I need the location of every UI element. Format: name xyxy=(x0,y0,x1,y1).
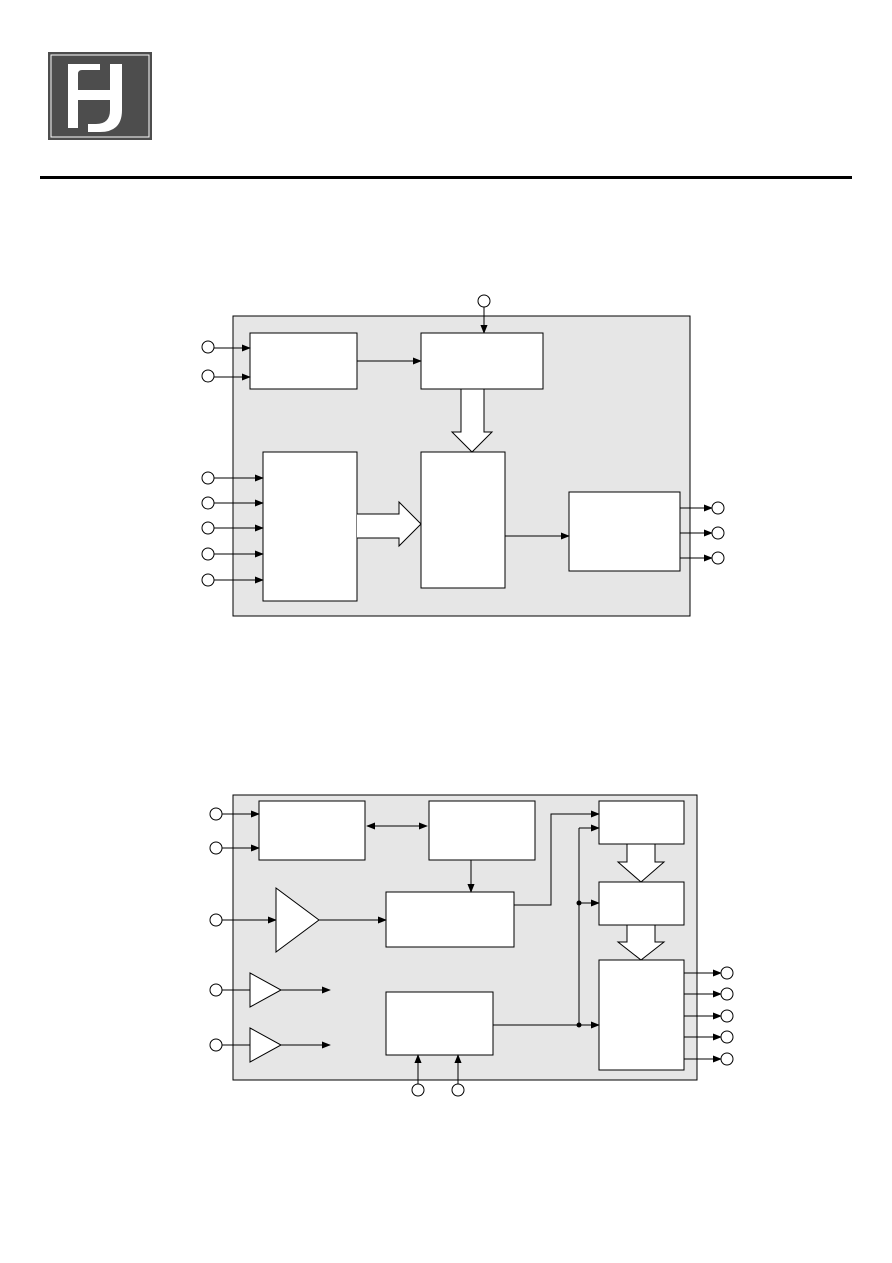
pin-out-1 xyxy=(711,501,725,515)
pin-in-2 xyxy=(201,369,215,383)
company-logo-icon xyxy=(48,52,152,140)
pin-in-1 xyxy=(201,340,215,354)
pin2-in-6 xyxy=(411,1083,425,1097)
block-f xyxy=(258,800,366,861)
pin-in-6 xyxy=(201,547,215,561)
pin-in-3 xyxy=(201,471,215,485)
pin2-in-5 xyxy=(209,1038,223,1052)
pin2-out-4 xyxy=(720,1030,734,1044)
block-diagram-1 xyxy=(201,294,725,617)
pin2-in-4 xyxy=(209,983,223,997)
pin2-in-2 xyxy=(209,841,223,855)
pin2-out-3 xyxy=(720,1009,734,1023)
pin2-out-1 xyxy=(720,966,734,980)
pin-in-7 xyxy=(201,573,215,587)
bus-arrow-down xyxy=(450,388,494,453)
bus-arrow-down-2 xyxy=(616,924,666,961)
block-b xyxy=(420,332,544,390)
block-j xyxy=(598,800,685,845)
block-a xyxy=(249,332,358,390)
block-h xyxy=(385,891,515,948)
block-d xyxy=(420,451,506,589)
block-diagram-2 xyxy=(209,794,734,1097)
bus-arrow-right xyxy=(357,500,422,548)
block-c xyxy=(262,451,358,602)
block-e xyxy=(568,491,681,572)
block-l xyxy=(598,959,685,1071)
pin-in-5 xyxy=(201,521,215,535)
block-k xyxy=(598,881,685,926)
pin2-in-1 xyxy=(209,807,223,821)
pin-out-2 xyxy=(711,526,725,540)
buffer-icon-1 xyxy=(249,972,283,1008)
amplifier-icon xyxy=(275,887,320,953)
header-rule xyxy=(40,176,852,179)
bus-arrow-down-1 xyxy=(616,843,666,883)
pin-in-4 xyxy=(201,496,215,510)
buffer-icon-2 xyxy=(249,1027,283,1063)
pin-out-3 xyxy=(711,551,725,565)
pin2-out-2 xyxy=(720,987,734,1001)
pin2-in-3 xyxy=(209,913,223,927)
pin2-out-5 xyxy=(720,1052,734,1066)
block-g xyxy=(428,800,536,861)
pin2-in-7 xyxy=(451,1083,465,1097)
pin-top xyxy=(477,294,491,308)
block-i xyxy=(385,991,494,1056)
